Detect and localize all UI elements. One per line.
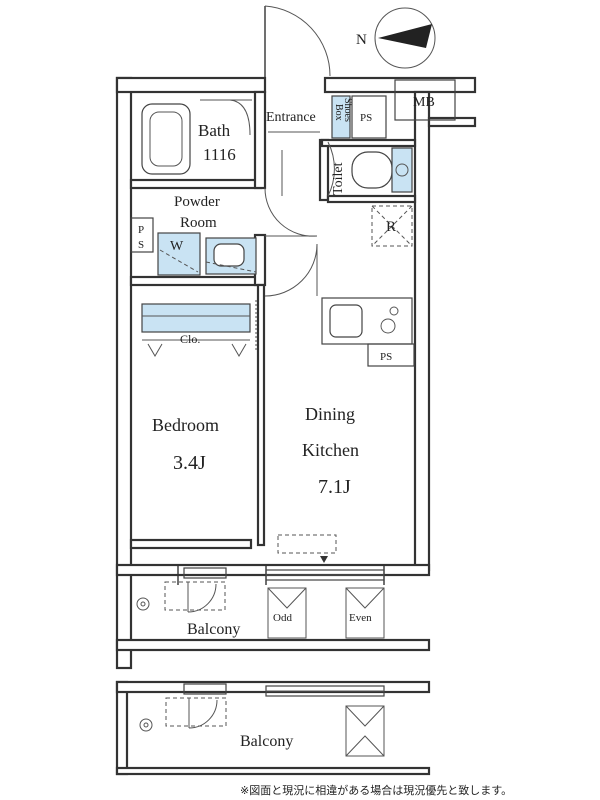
lower-balcony: Balcony [115,680,431,776]
odd-hatch [267,587,307,639]
bathtub-icon [141,103,191,175]
stove-burner-small-icon [389,306,399,316]
washer-label: W [170,239,184,254]
kitchen-counter: PS [321,297,415,367]
stove-burner-icon [380,318,396,334]
interior-walls [129,90,417,550]
washer-space [157,232,201,276]
upper-balcony-name: Balcony [187,621,240,638]
dining-kitchen: Dining Kitchen 7.1J [277,404,359,563]
entrance: Entrance Shoes Box PS [266,95,387,139]
ps-entrance-label: PS [360,112,372,124]
lower-hatch [345,705,385,757]
air-flow-arrow-icon [320,556,328,563]
compass-ring-icon [374,7,436,69]
lower-balcony-name: Balcony [240,733,293,750]
shoes-box-line2: Box [333,104,344,121]
upper-balcony: Odd Even Balcony [136,565,385,639]
entrance-door [264,5,331,80]
dining-kitchen-line1: Dining [305,404,355,424]
powder-room-line1: Powder [174,194,220,210]
hall-doors [264,150,318,297]
refrigerator-label: R [386,219,396,235]
dining-kitchen-size: 7.1J [318,476,351,498]
drain-icon [136,597,150,611]
powder-room-line2: Room [180,215,217,231]
entrance-name: Entrance [266,110,316,125]
toilet-tank [391,147,413,193]
dining-kitchen-line2: Kitchen [302,440,359,460]
refrigerator: R [371,205,413,247]
ps-left-line2: S [138,239,144,251]
bedroom-size: 3.4J [173,452,206,474]
powder-room: Powder Room W P S [130,194,257,276]
even-hatch [345,587,385,639]
toilet: Toilet [327,141,413,197]
even-label: Even [349,612,372,624]
bath: Bath 1116 [141,99,252,175]
shoes-box [331,95,351,139]
toilet-sink-icon [395,163,409,177]
compass: N [356,7,436,69]
compass-needle-icon [378,24,432,48]
kitchen-sink [329,304,363,338]
footnote: ※図面と現況に相違がある場合は現況優先と致します。 [240,783,512,797]
closet: Clo. [141,300,257,357]
toilet-name: Toilet [331,162,346,195]
lower-drain-icon [139,718,153,732]
meter-box: MB [394,79,456,121]
compass-north-label: N [356,32,367,48]
ps-left-line1: P [138,224,144,236]
ps-kitchen-label: PS [380,351,392,363]
odd-label: Odd [273,612,292,624]
bath-name: Bath [198,121,231,140]
bath-size: 1116 [203,145,236,164]
bedroom-name: Bedroom [152,415,219,435]
shoes-box-line1: Shoes [342,98,353,122]
bedroom: Bedroom 3.4J [152,415,219,474]
closet-label: Clo. [180,332,200,346]
meter-box-label: MB [413,95,435,110]
